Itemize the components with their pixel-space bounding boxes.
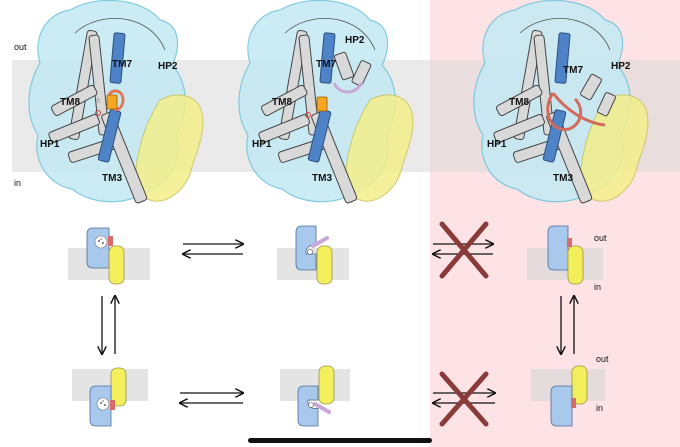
- cartoon-inward-bound: [89, 367, 127, 427]
- label-hp1: HP1: [252, 139, 272, 150]
- label-tm3: TM3: [312, 173, 332, 184]
- label-tm7: TM7: [112, 59, 132, 70]
- cartoon-outward-bound: [86, 227, 125, 285]
- svg-text:☆: ☆: [94, 96, 101, 105]
- structure-locked: TM7 TM8 HP1 HP2 TM3: [473, 0, 649, 205]
- label-hp2: HP2: [345, 35, 365, 46]
- label-in-cartoon-bottom: in: [596, 403, 603, 413]
- arrow-outward-bound-inward-bound: [102, 296, 115, 354]
- label-tm7: TM7: [316, 59, 336, 70]
- label-hp2: HP2: [611, 61, 631, 72]
- home-indicator-bar: [248, 438, 432, 443]
- arrow-inward-open-inward-locked: [433, 393, 495, 403]
- arrow-outward-locked-inward-locked: [561, 296, 574, 354]
- blocked-cross-top: [439, 221, 489, 279]
- label-out-cartoon-bottom: out: [596, 354, 609, 364]
- label-tm8: TM8: [509, 97, 529, 108]
- label-hp1: HP1: [40, 139, 60, 150]
- cartoon-outward-locked: [547, 225, 584, 285]
- label-tm3: TM3: [102, 173, 122, 184]
- cartoon-inward-locked: [550, 365, 588, 427]
- label-out-top: out: [14, 42, 27, 52]
- label-tm8: TM8: [272, 97, 292, 108]
- cartoon-inward-open: [297, 365, 335, 427]
- label-tm8: TM8: [60, 97, 80, 108]
- structure-occluded: ☆ TM7 TM8 HP1 HP2 TM3: [28, 0, 204, 205]
- structure-open: TM7 TM8 HP1 HP2 TM3: [238, 0, 414, 205]
- label-tm7: TM7: [563, 65, 583, 76]
- label-hp1: HP1: [487, 139, 507, 150]
- label-hp2: HP2: [158, 61, 178, 72]
- label-in-top: in: [14, 178, 21, 188]
- label-in-cartoon-top: in: [594, 282, 601, 292]
- cartoon-outward-open: [295, 225, 333, 285]
- arrow-inward-bound-inward-open: [180, 393, 243, 403]
- label-tm3: TM3: [553, 173, 573, 184]
- label-out-cartoon-top: out: [594, 233, 607, 243]
- arrow-outward-bound-outward-open: [183, 244, 243, 254]
- blocked-cross-bottom: [439, 371, 489, 427]
